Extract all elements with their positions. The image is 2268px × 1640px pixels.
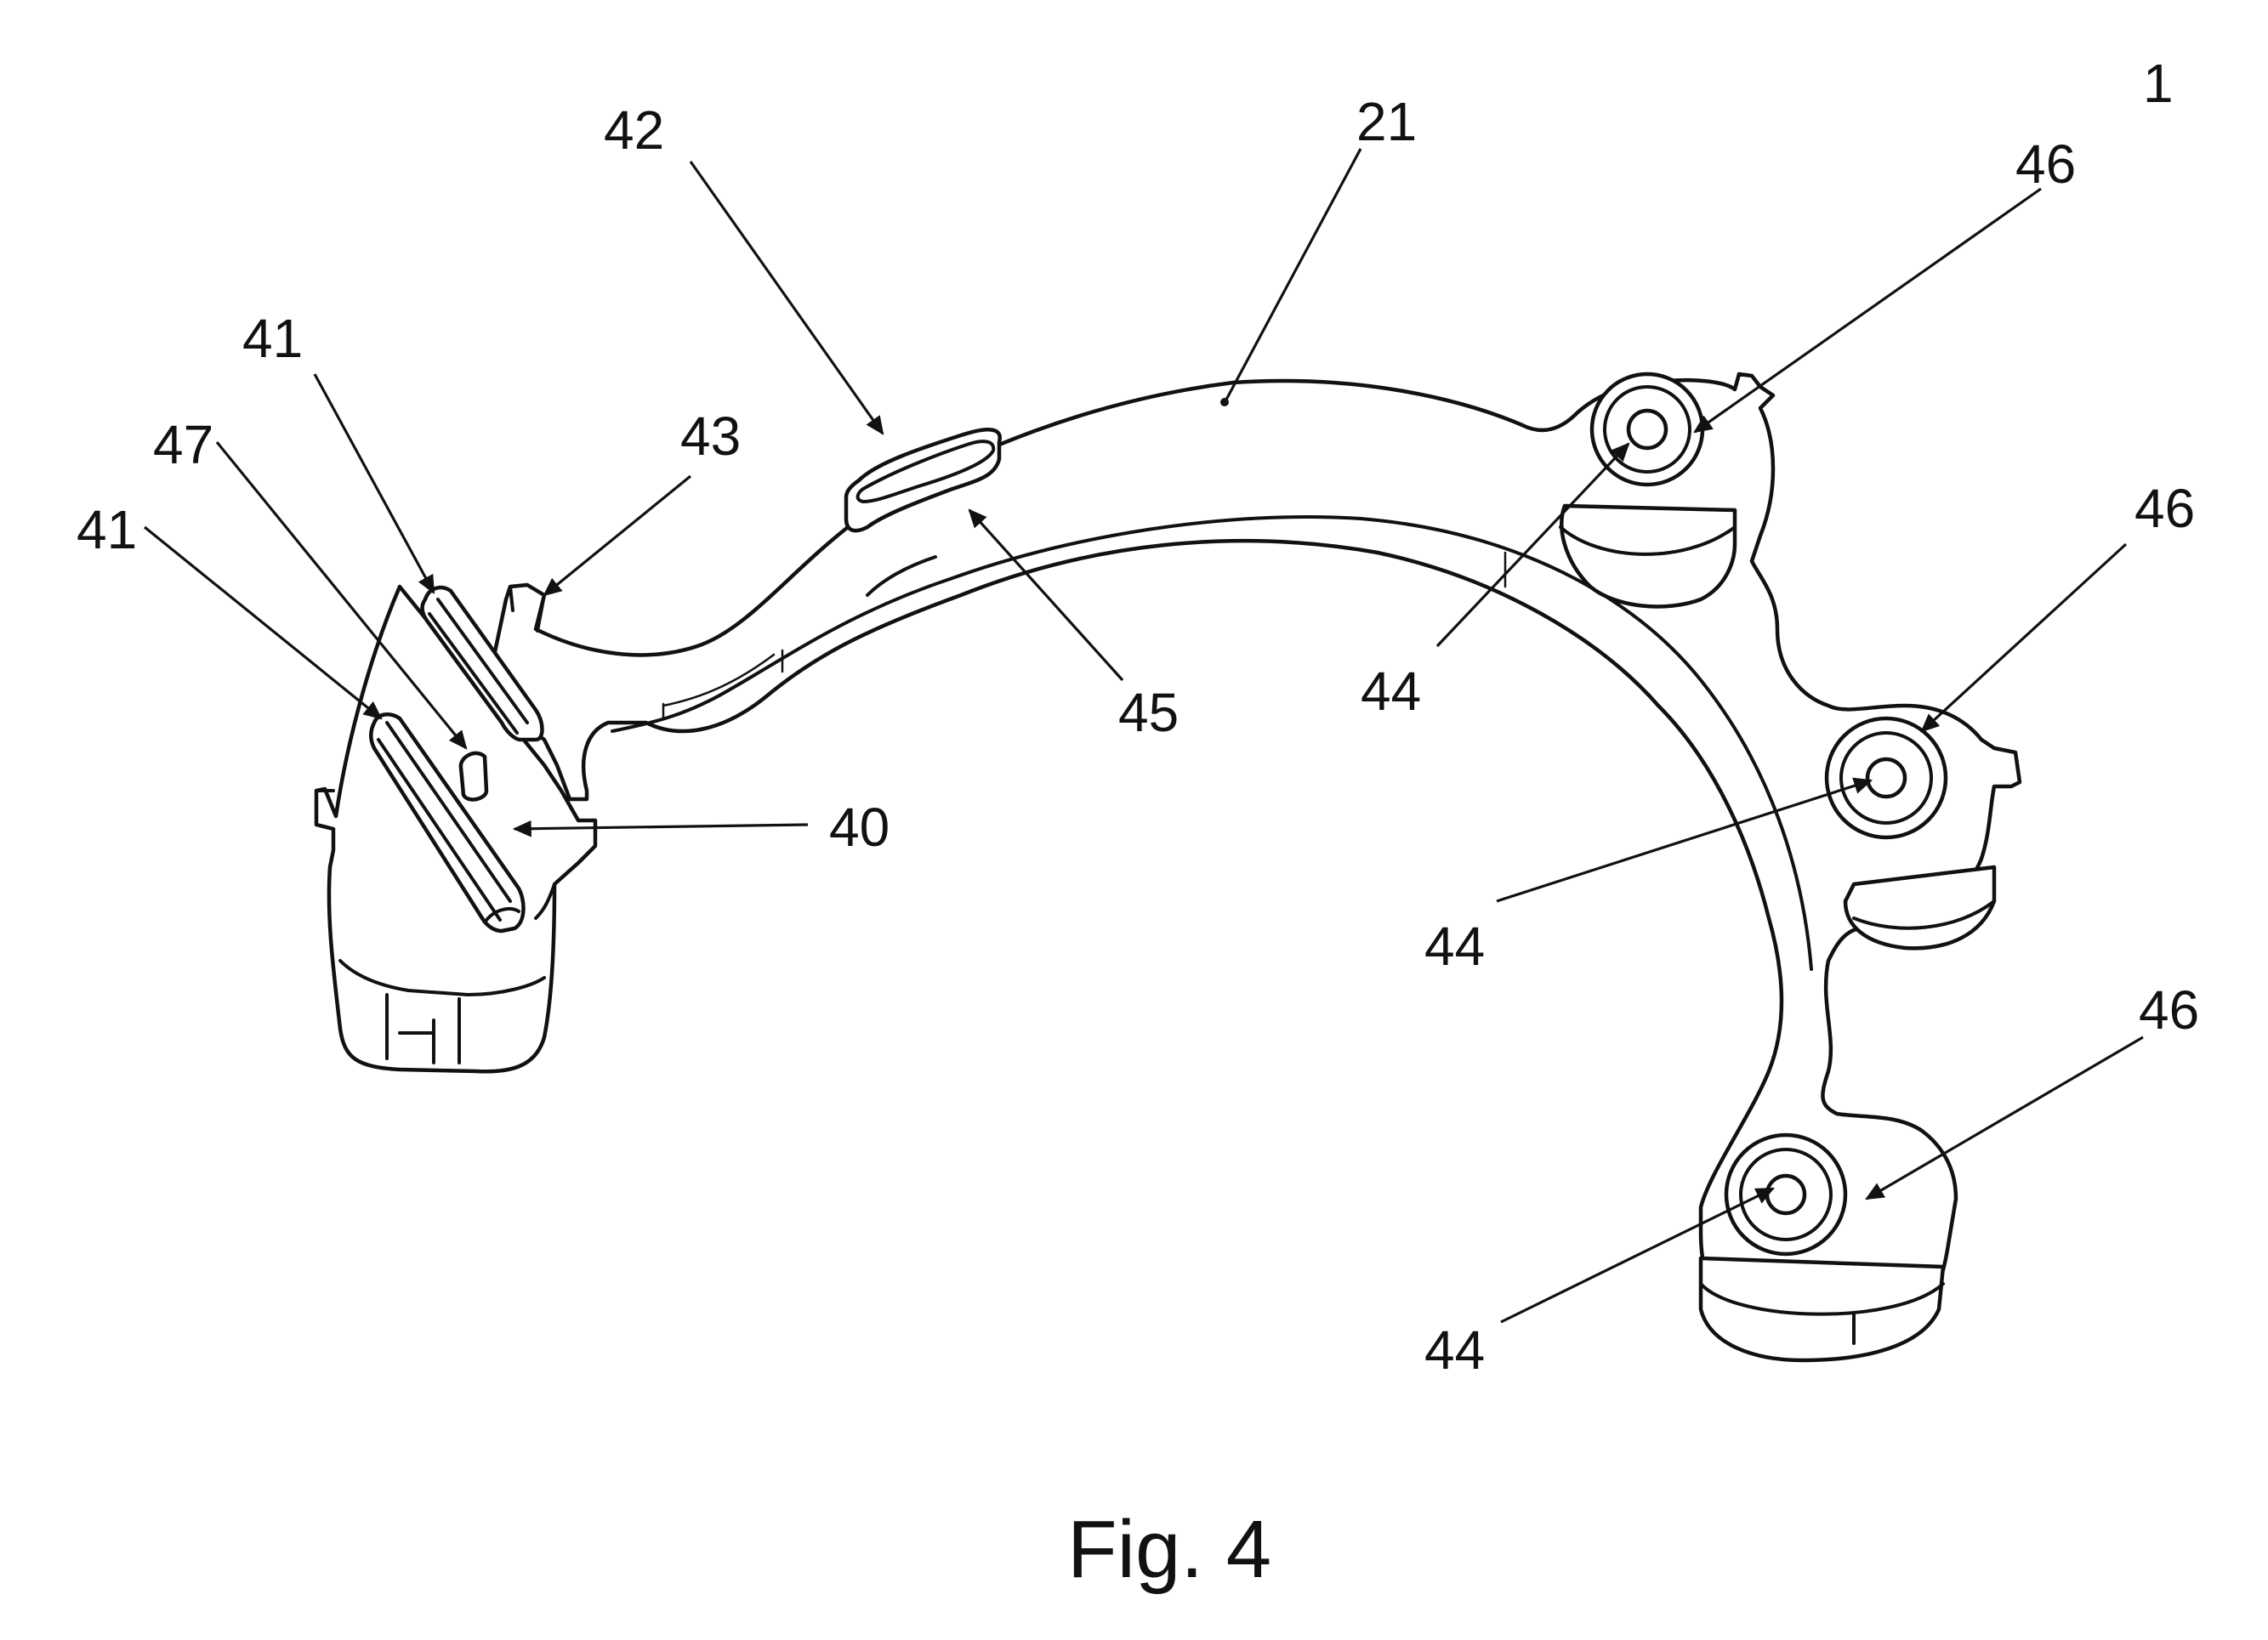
ref-label-44-top: 44 <box>1361 661 1421 722</box>
figure-caption: Fig. 4 <box>1067 1504 1271 1595</box>
leader-46-bottom <box>1865 1036 2144 1200</box>
ref-label-41-upper: 41 <box>242 308 303 369</box>
rib-41-lower <box>369 712 526 933</box>
leader-lines <box>143 148 2144 1324</box>
ref-label-21: 21 <box>1356 91 1417 152</box>
leader-46-middle <box>1920 542 2128 733</box>
leader-40 <box>512 820 809 837</box>
ref-label-45: 45 <box>1118 682 1179 743</box>
leader-47 <box>215 440 468 750</box>
ref-label-47: 47 <box>153 414 213 475</box>
ref-label-40: 40 <box>829 797 890 858</box>
leader-44-top <box>1435 442 1630 648</box>
curved-arm <box>486 372 2022 1356</box>
leader-46-top <box>1693 187 2042 434</box>
leader-41-upper <box>313 373 435 594</box>
boss-middle <box>1824 716 1997 951</box>
leader-21 <box>1225 148 1362 400</box>
leader-43 <box>543 474 692 597</box>
ref-label-43: 43 <box>680 406 741 467</box>
leader-44-bottom <box>1500 1187 1775 1324</box>
reference-numerals: 1 21 42 46 41 47 43 41 46 45 44 40 44 46… <box>77 53 2199 1381</box>
pin-47 <box>458 751 489 802</box>
leader-41-lower <box>143 525 383 720</box>
ref-label-1: 1 <box>2143 53 2174 114</box>
ref-label-44-middle: 44 <box>1424 916 1485 977</box>
leader-42 <box>689 161 884 435</box>
rib-41-upper <box>420 585 544 742</box>
boss-bottom <box>1698 1132 1946 1363</box>
ref-label-46-middle: 46 <box>2134 478 2195 539</box>
leader-44-middle <box>1496 777 1873 903</box>
ref-label-44-bottom: 44 <box>1424 1319 1485 1381</box>
ref-label-46-bottom: 46 <box>2139 979 2199 1041</box>
ref-label-41-lower: 41 <box>77 499 137 560</box>
leader-45 <box>968 508 1124 682</box>
ref-label-42: 42 <box>604 99 664 161</box>
bracket-drawing <box>314 372 2022 1363</box>
ref-label-46-top: 46 <box>2015 133 2076 195</box>
point-21-dot <box>1220 398 1229 406</box>
rib-42 <box>844 428 1002 533</box>
